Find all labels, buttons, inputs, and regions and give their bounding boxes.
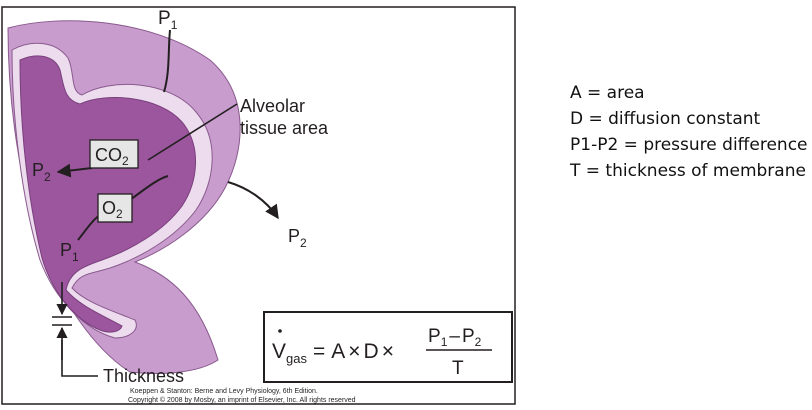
equation-numerator: P1–P2 <box>428 326 482 349</box>
credit-line-1: Koeppen & Stanton: Berne and Levy Physio… <box>130 388 318 395</box>
p1-top-label: P1 <box>158 8 178 32</box>
thickness-leader <box>61 340 98 377</box>
legend-item-diffusion: D = diffusion constant <box>570 109 761 129</box>
p1-left-label: P1 <box>60 240 79 264</box>
credit-line-2: Copyright © 2008 by Mosby, an imprint of… <box>128 396 356 404</box>
equation-left: Vgas=A×D× <box>272 340 394 366</box>
figure-frame <box>1 6 516 405</box>
p2-left-label: P2 <box>32 160 51 184</box>
equation-box <box>263 311 513 383</box>
alveolar-label-line2: tissue area <box>240 118 329 138</box>
p1-top-leader <box>163 29 171 93</box>
thickness-label: Thickness <box>103 366 184 386</box>
o2-label: O2 <box>102 198 123 221</box>
co2-label: CO2 <box>95 145 129 168</box>
co2-p1-curve <box>129 175 169 201</box>
co2-box <box>89 139 139 169</box>
legend-item-pressure: P1-P2 = pressure difference <box>570 135 808 155</box>
variable-legend: A = area D = diffusion constant P1-P2 = … <box>570 80 808 184</box>
legend-item-area: A = area <box>570 83 645 103</box>
p2-right-label: P2 <box>288 226 307 250</box>
equation-denominator: T <box>452 358 464 379</box>
co2-arrow <box>56 163 93 178</box>
alveolar-leader <box>147 103 238 161</box>
v-dot <box>278 329 282 333</box>
legend-item-thickness: T = thickness of membrane <box>570 161 806 181</box>
alveolar-label-line1: Alveolar <box>240 96 305 116</box>
p2-right-arrow <box>227 181 279 220</box>
o2-box <box>97 193 133 223</box>
